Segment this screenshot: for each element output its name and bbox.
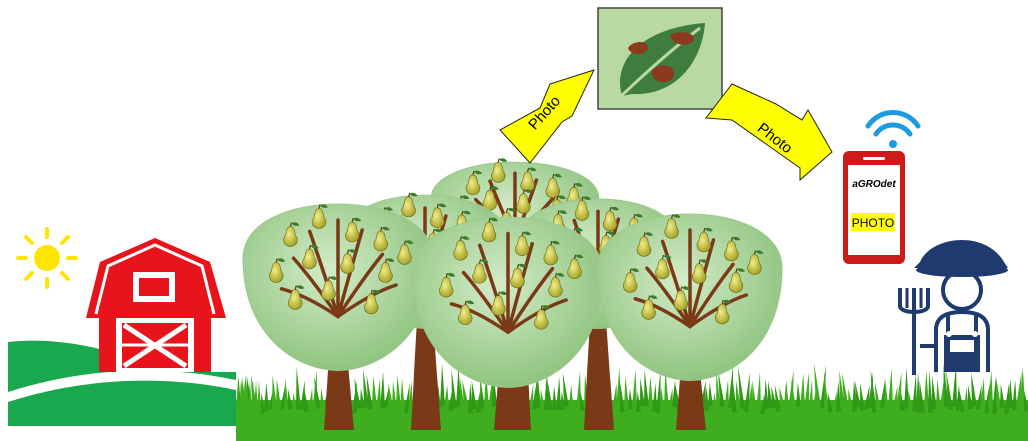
farmer-icon (900, 240, 1008, 375)
barn-icon (86, 238, 226, 372)
phone-screen-label: PHOTO (852, 216, 894, 230)
wifi-icon (868, 113, 918, 149)
photo-arrow-left: Photo (500, 70, 594, 163)
app-name-label: aGROdet (852, 179, 896, 190)
photo-arrow-right: Photo (706, 84, 832, 180)
smartphone-icon: aGROdet PHOTO (843, 151, 905, 264)
pear-tree (243, 204, 433, 430)
diseased-leaf-icon (598, 8, 722, 109)
sun-icon (18, 229, 76, 287)
pear-orchard (243, 158, 782, 430)
grass-strip (236, 363, 1028, 441)
